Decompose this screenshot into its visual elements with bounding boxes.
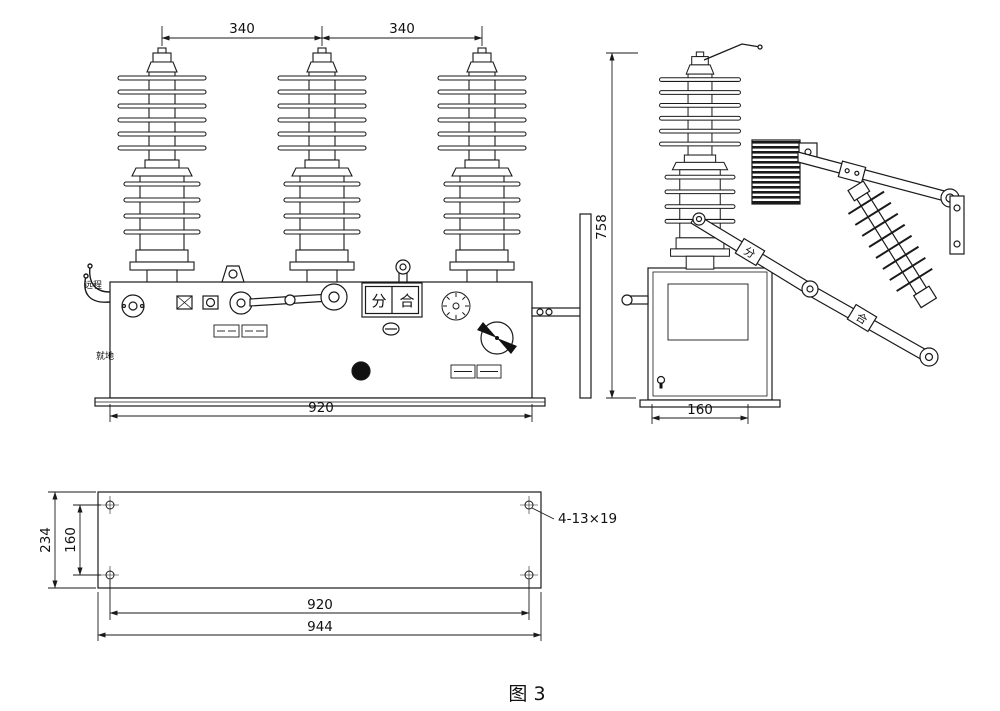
- indicator-window-2: [202, 295, 219, 310]
- dim-758: 758: [594, 214, 610, 240]
- arm-clamp-plate: [837, 160, 867, 184]
- side-shaft: [531, 213, 592, 399]
- dim-340-right: 340: [389, 21, 415, 37]
- remote-label: 远程: [84, 280, 102, 291]
- eye-bolt: [395, 259, 411, 283]
- pull-hooks: [83, 263, 111, 303]
- lifting-lug: [221, 265, 245, 283]
- upper-arm: [797, 151, 965, 255]
- dim-160-bottom: 160: [63, 527, 79, 553]
- bottom-view: 4-13×19: [97, 491, 617, 589]
- front-bushing-middle: [277, 47, 367, 285]
- bottom-dimensions: 234 160 920 944: [38, 491, 542, 641]
- plate-close-label: 合: [399, 292, 414, 310]
- arm-plate-close: 合: [846, 303, 878, 333]
- push-button: [351, 361, 371, 381]
- arcing-horn: [703, 43, 763, 61]
- hole-note: 4-13×19: [558, 511, 617, 527]
- dim-160-side: 160: [687, 402, 713, 418]
- dim-340-left: 340: [229, 21, 255, 37]
- dim-234: 234: [38, 527, 54, 553]
- plate-open-label: 分: [371, 292, 386, 310]
- front-view: 分 合: [83, 47, 592, 407]
- side-dimensions: 758 160: [594, 52, 749, 424]
- figure-caption: 图 3: [508, 683, 545, 705]
- manual-operation-hole: [121, 294, 145, 318]
- small-nameplate-left: [213, 324, 268, 338]
- hole-note-leader: 4-13×19: [531, 507, 617, 527]
- front-base-flange: [94, 397, 546, 407]
- dim-920-bottom: 920: [307, 597, 333, 613]
- open-close-plate: 分 合: [361, 282, 423, 318]
- indicator-window-1: [176, 295, 193, 310]
- side-enclosure: [647, 267, 773, 401]
- front-dimensions: 340 340 920: [109, 21, 533, 422]
- front-bushing-right: [437, 47, 527, 285]
- mounting-holes: [101, 496, 538, 584]
- side-door-window: [667, 283, 749, 341]
- rotary-switch: [477, 321, 517, 355]
- side-left-shaft: [621, 294, 649, 306]
- side-view: 分 合: [621, 43, 965, 408]
- small-nameplate-right: [450, 364, 502, 379]
- keyhole: [656, 375, 666, 389]
- mounting-plate: [97, 491, 542, 589]
- slot-oval: [382, 322, 400, 336]
- dim-944: 944: [307, 619, 333, 635]
- interrupter-bellows: [751, 139, 801, 205]
- side-base-flange: [639, 399, 781, 408]
- diagonal-insulator: [847, 180, 938, 309]
- linkage-lever: [229, 283, 348, 315]
- energy-storage-indicator: [441, 291, 471, 321]
- front-bushing-left: [117, 47, 207, 285]
- arm-plate-open: 分: [734, 237, 766, 267]
- dim-920-front: 920: [308, 400, 334, 416]
- local-label: 就地: [96, 350, 114, 362]
